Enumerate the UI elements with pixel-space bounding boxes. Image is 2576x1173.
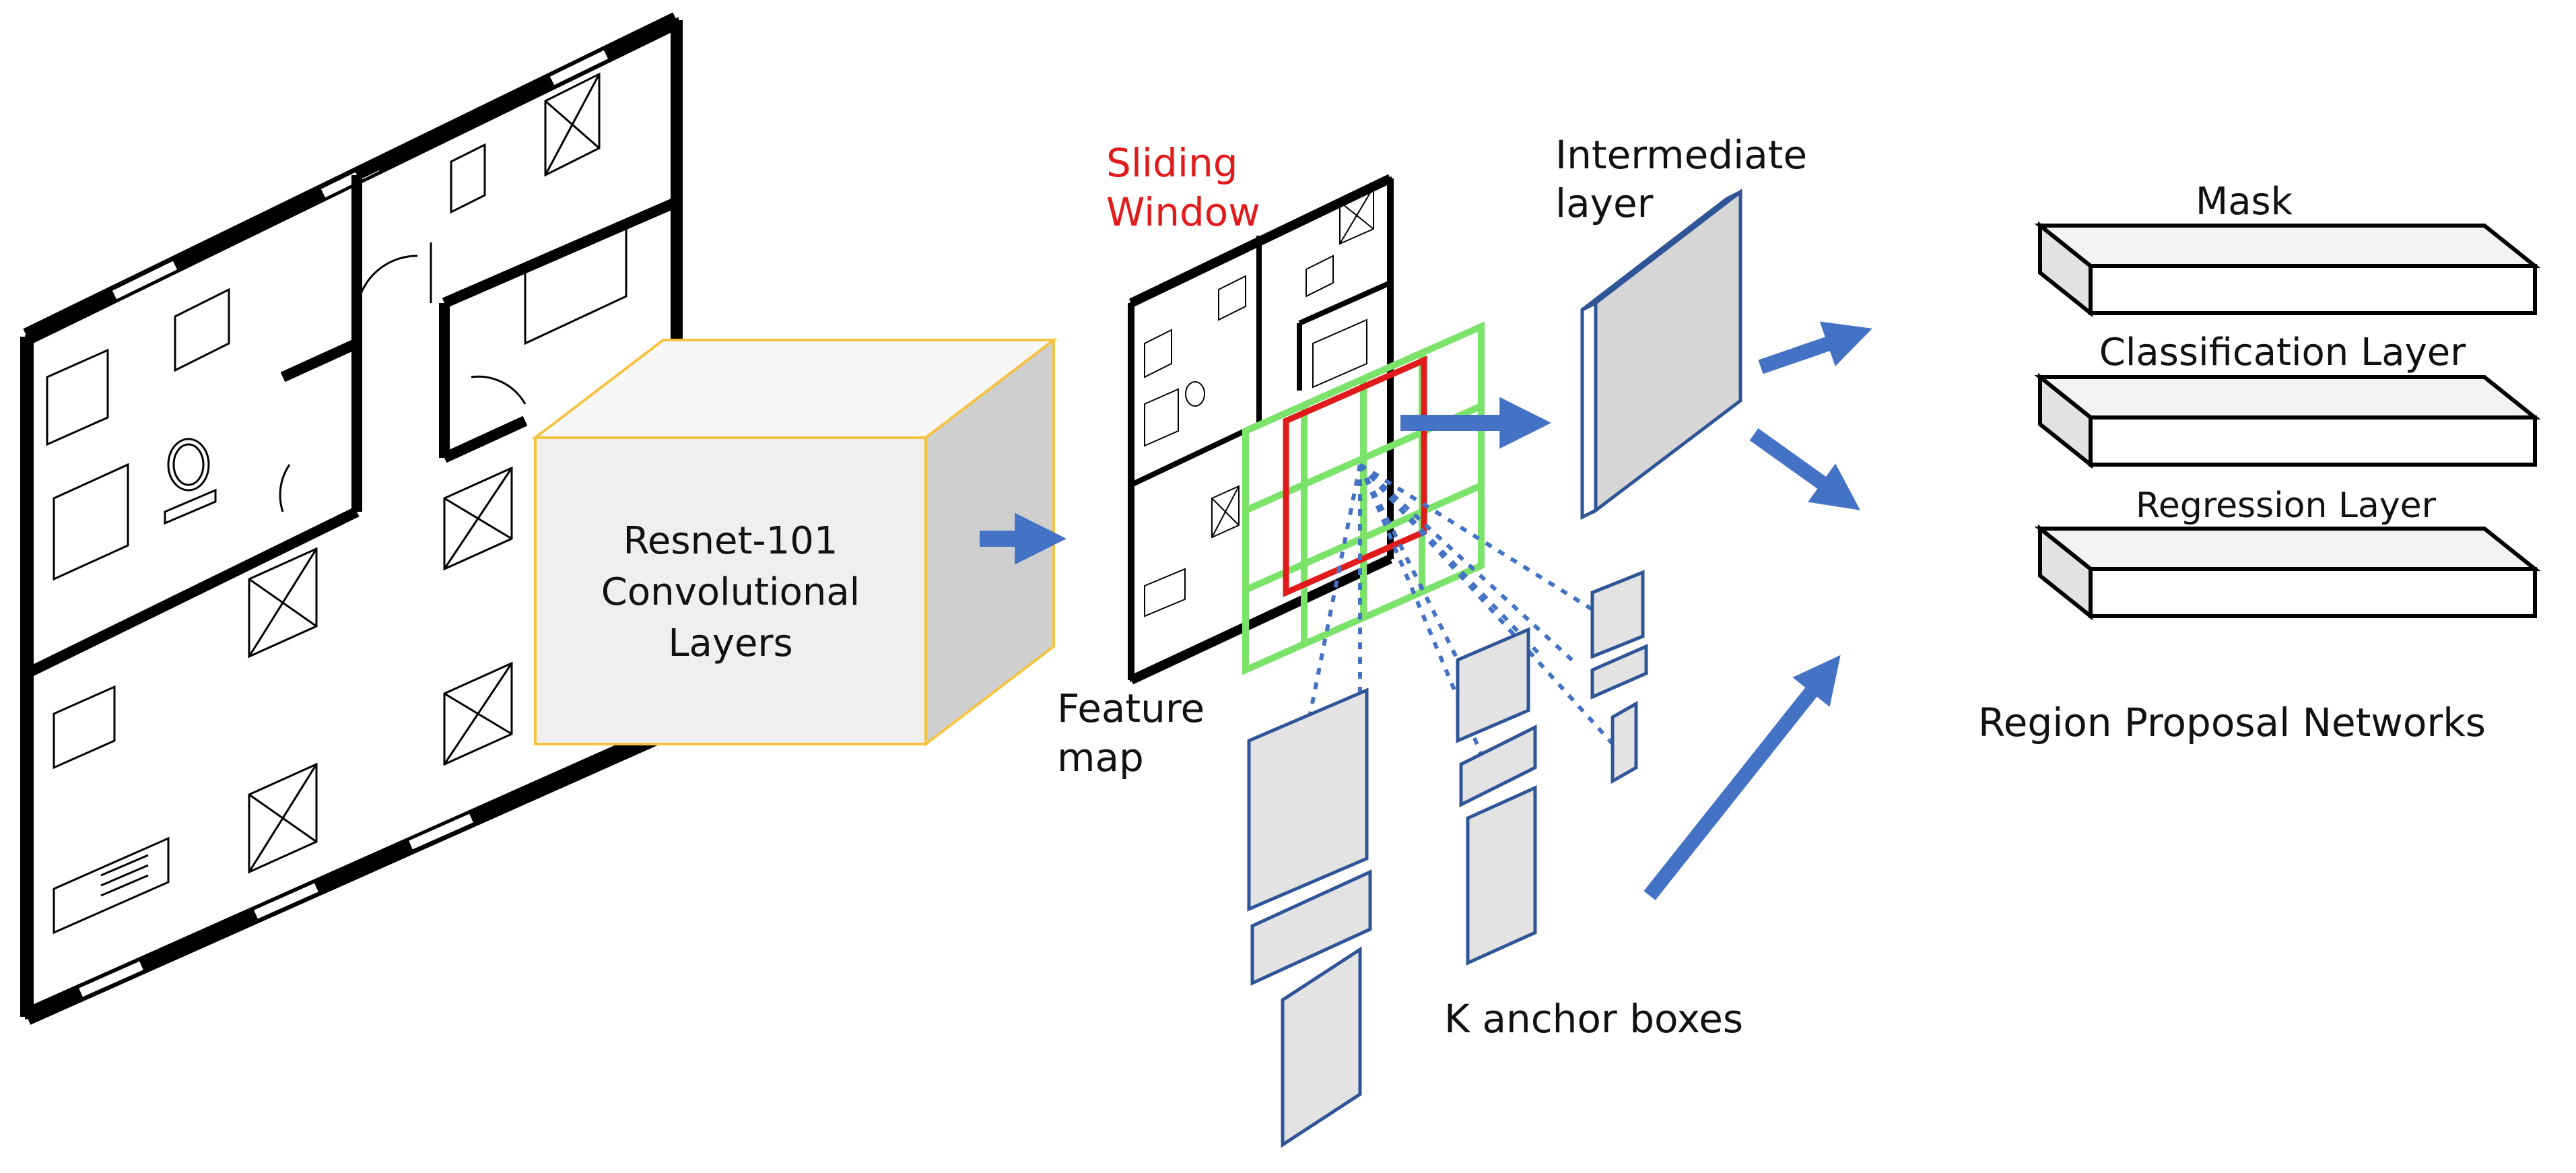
floor-plan-input xyxy=(20,12,683,1025)
anchor-box xyxy=(1590,570,1645,659)
feature-map-label-line2: map xyxy=(1057,735,1144,780)
resnet-cube: Resnet-101 Convolutional Layers xyxy=(531,337,1058,747)
intermediate-layer xyxy=(1580,188,1742,521)
backbone-label-line2: Convolutional xyxy=(601,570,860,614)
anchor-box xyxy=(1590,644,1648,700)
intermediate-label-line2: layer xyxy=(1555,180,1654,226)
arrow-from-anchors xyxy=(1643,655,1841,900)
anchor-box xyxy=(1281,946,1362,1148)
sliding-window-label-line2: Window xyxy=(1106,189,1260,235)
backbone-label-line1: Resnet-101 xyxy=(623,519,838,563)
feature-map-label-line1: Feature xyxy=(1057,685,1205,731)
mask-label: Mask xyxy=(2196,180,2293,224)
feature-map xyxy=(1128,174,1394,685)
arrow-to-mask xyxy=(1758,321,1872,374)
arrow-to-classification xyxy=(1749,428,1860,510)
backbone-label-line3: Layers xyxy=(668,622,792,665)
sliding-window-label-line1: Sliding xyxy=(1106,140,1238,186)
anchor-projection-lines xyxy=(1308,463,1618,756)
anchor-box xyxy=(1247,688,1369,912)
anchor-box xyxy=(1466,785,1537,966)
anchor-box xyxy=(1611,700,1638,784)
region-proposal-networks-label: Region Proposal Networks xyxy=(1978,700,2486,745)
k-anchor-boxes-label: K anchor boxes xyxy=(1444,996,1743,1042)
classification-layer-label: Classification Layer xyxy=(2099,331,2466,374)
mask-head xyxy=(2034,221,2541,318)
regression-head xyxy=(2034,524,2541,621)
regression-layer-label: Regression Layer xyxy=(2136,485,2437,526)
anchor-boxes xyxy=(1247,570,1648,1148)
anchor-box xyxy=(1456,627,1530,743)
intermediate-label-line1: Intermediate xyxy=(1555,132,1807,178)
classification-head xyxy=(2034,372,2541,469)
anchor-box xyxy=(1459,724,1537,808)
anchor-box xyxy=(1250,869,1372,986)
